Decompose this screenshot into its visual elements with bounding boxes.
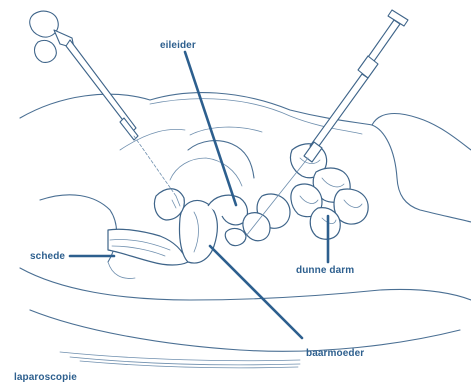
small-intestine — [243, 144, 368, 241]
label-baarmoeder: baarmoeder — [306, 348, 364, 359]
label-eileider: eileider — [160, 40, 196, 51]
pelvic-organ — [154, 189, 184, 220]
laparoscope-left-instrument — [30, 11, 180, 208]
lower-body-outline — [30, 310, 460, 351]
eileider-leader-line — [185, 52, 236, 205]
label-laparoscopie: laparoscopie — [14, 372, 77, 383]
baarmoeder-leader-line — [210, 246, 302, 338]
thigh-outline — [20, 268, 471, 300]
ovary — [225, 229, 246, 246]
table-lines — [60, 352, 300, 368]
abdominal-wall — [20, 93, 471, 222]
vagina-shape — [108, 229, 188, 265]
label-schede: schede — [30, 251, 65, 262]
pelvic-cavity — [170, 158, 242, 186]
label-dunne-darm: dunne darm — [296, 265, 354, 276]
buttock-outline — [372, 114, 471, 150]
perineum — [108, 262, 135, 278]
